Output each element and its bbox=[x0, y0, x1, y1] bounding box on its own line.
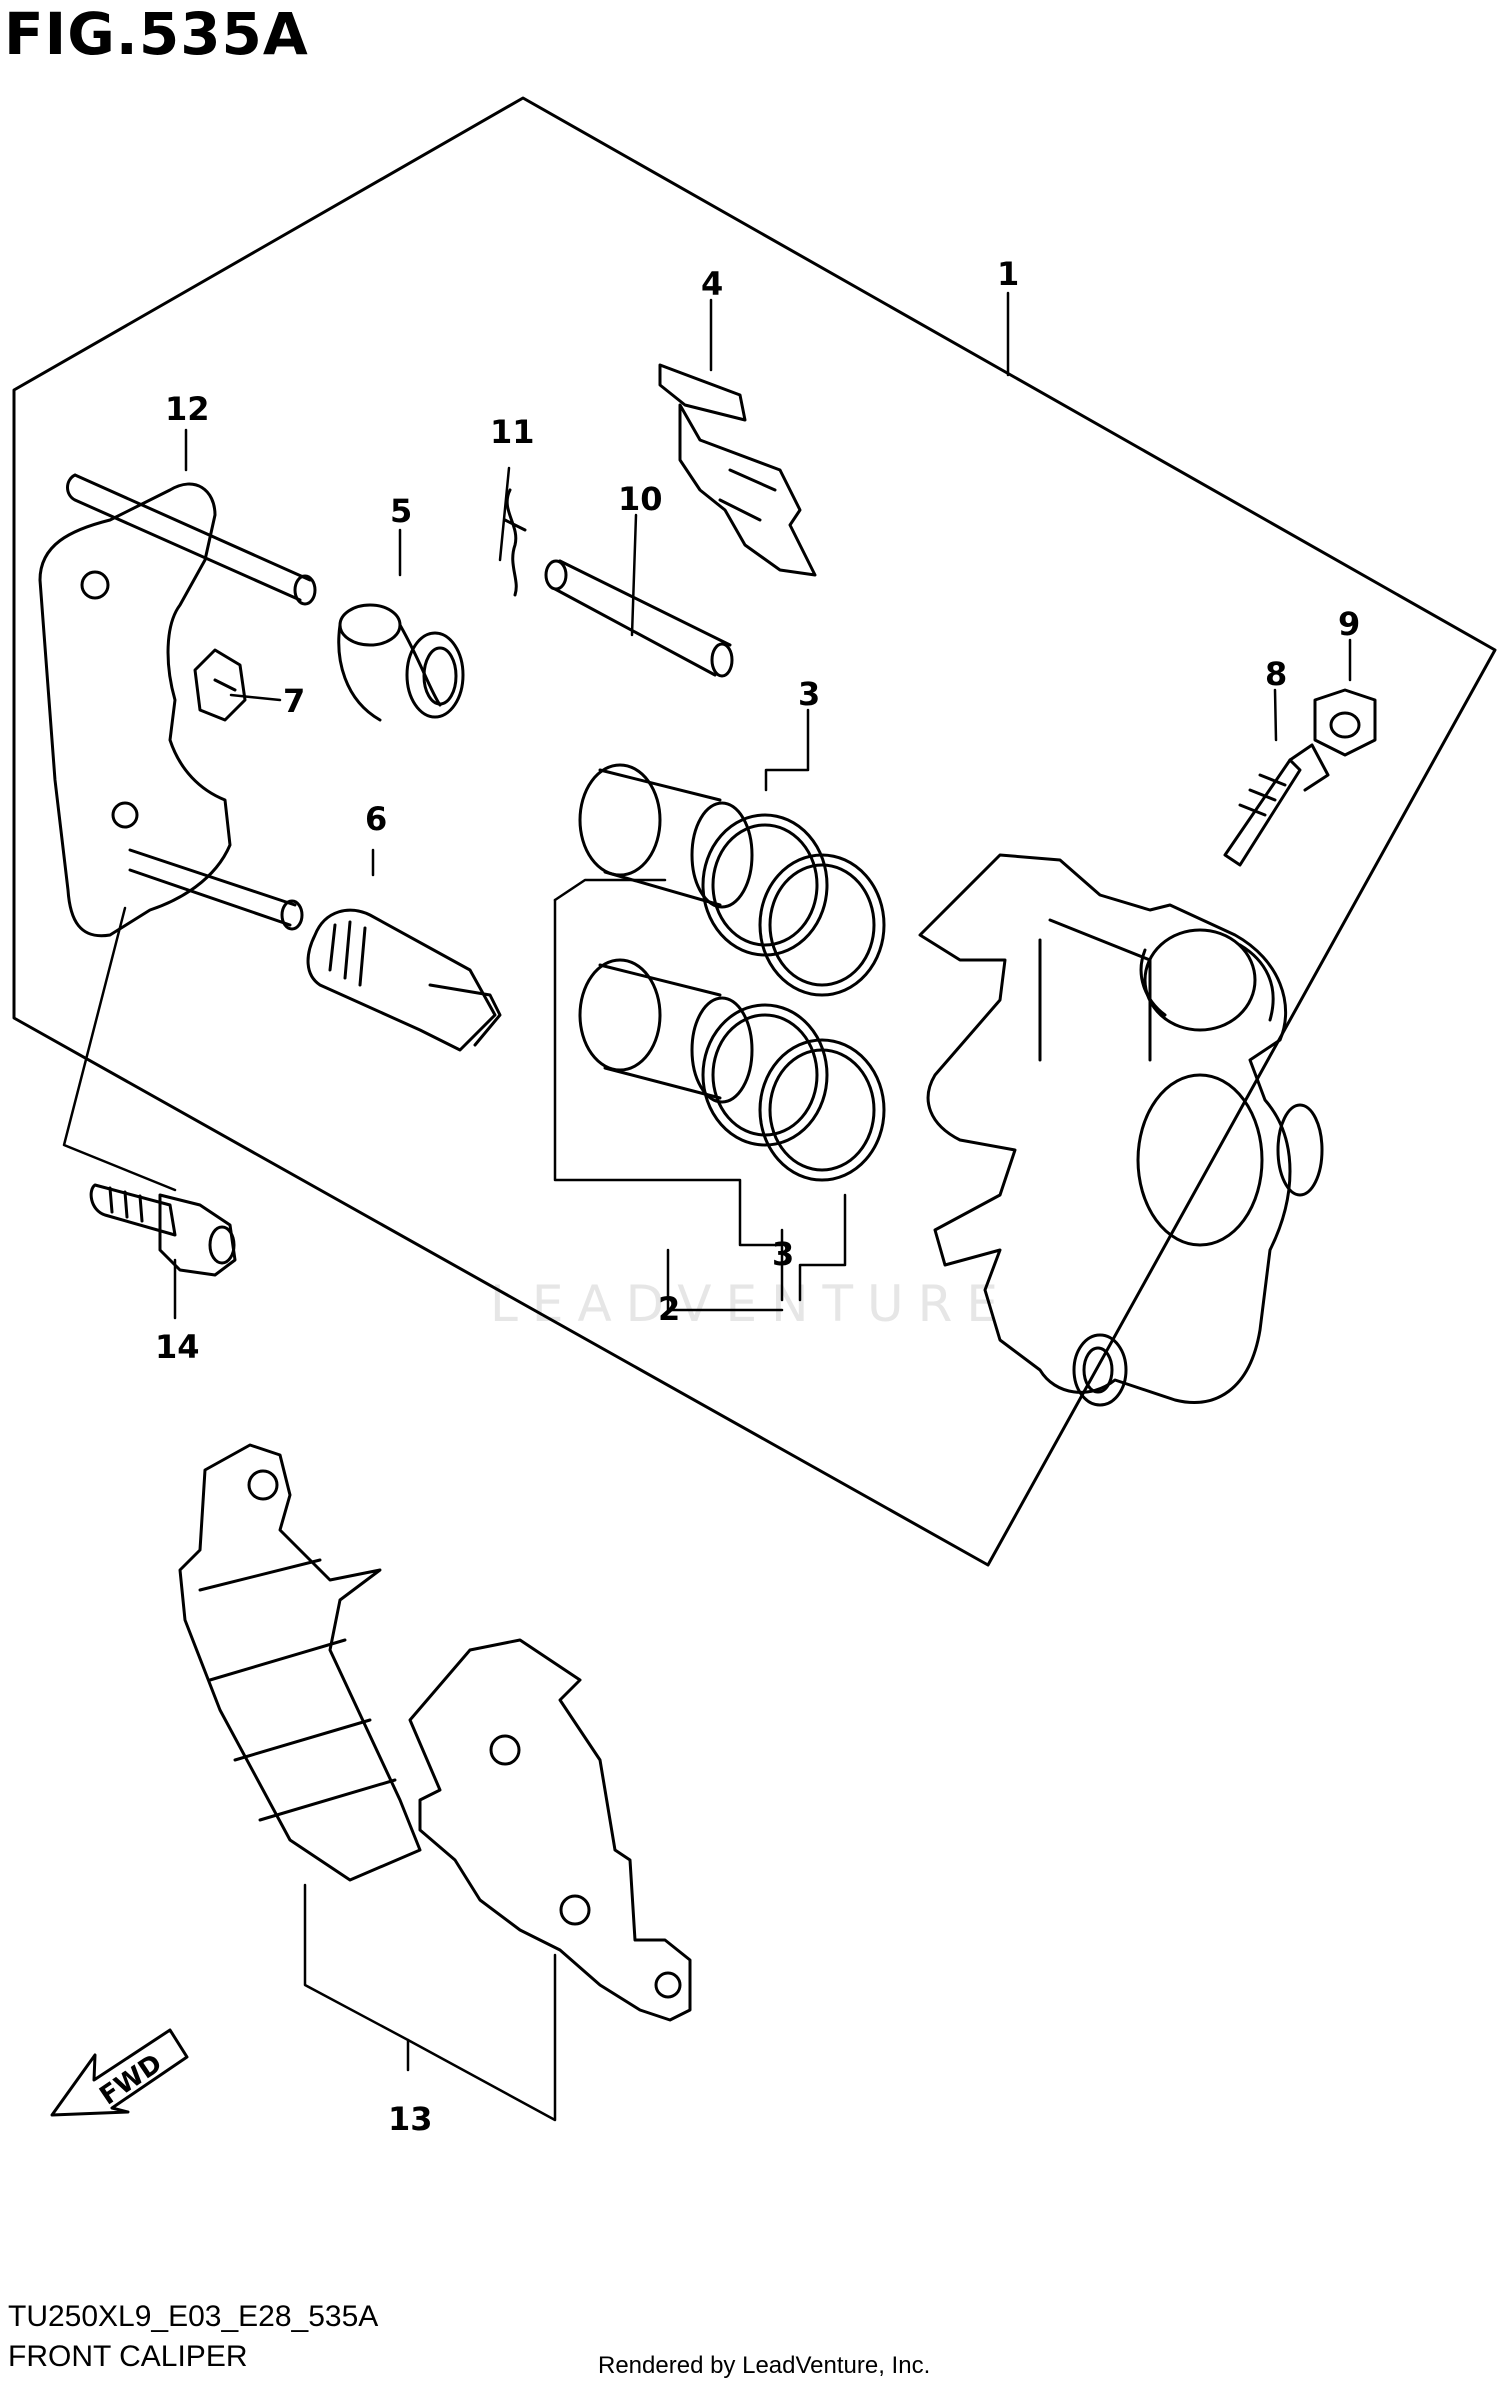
bleeder-cap bbox=[1313, 688, 1377, 757]
callout-3b: 3 bbox=[772, 1235, 794, 1273]
callout-6: 6 bbox=[365, 800, 387, 838]
assembly-outline bbox=[12, 96, 1497, 1567]
piston-seals bbox=[701, 813, 886, 1182]
callout-13: 13 bbox=[388, 2100, 433, 2138]
callout-4: 4 bbox=[701, 265, 723, 303]
callout-12: 12 bbox=[165, 390, 210, 428]
leader-lines bbox=[62, 291, 1352, 2122]
callout-1: 1 bbox=[997, 255, 1019, 293]
cotter-pin bbox=[503, 488, 527, 597]
slide-pin bbox=[306, 908, 502, 1052]
callout-14: 14 bbox=[155, 1328, 200, 1366]
piston-lower bbox=[578, 958, 754, 1104]
callout-11: 11 bbox=[490, 413, 535, 451]
callout-8: 8 bbox=[1265, 655, 1287, 693]
callout-3a: 3 bbox=[798, 675, 820, 713]
callout-7: 7 bbox=[283, 682, 305, 720]
figure-code: TU250XL9_E03_E28_535A bbox=[8, 2300, 379, 2333]
watermark: LEADVENTURE bbox=[490, 1275, 1012, 1333]
render-credit: Rendered by LeadVenture, Inc. bbox=[598, 2352, 931, 2379]
caliper-pin bbox=[544, 559, 734, 678]
brake-pads bbox=[178, 1443, 692, 2022]
caliper-bracket bbox=[38, 473, 317, 938]
pad-spring bbox=[658, 363, 817, 577]
callout-10: 10 bbox=[618, 480, 663, 518]
clip-spring bbox=[193, 648, 247, 722]
bleeder-valve bbox=[1223, 743, 1330, 867]
callout-5: 5 bbox=[390, 492, 412, 530]
callout-2: 2 bbox=[658, 1290, 680, 1328]
caliper-body bbox=[918, 853, 1324, 1407]
figure-name: FRONT CALIPER bbox=[8, 2340, 248, 2373]
mounting-bolt bbox=[89, 1183, 237, 1277]
fwd-arrow: FWD bbox=[50, 2028, 189, 2117]
fwd-label: FWD bbox=[94, 2048, 167, 2111]
callout-9: 9 bbox=[1338, 605, 1360, 643]
dust-boot bbox=[337, 603, 465, 722]
figure-title: FIG.535A bbox=[4, 0, 309, 68]
piston-upper bbox=[578, 763, 754, 909]
